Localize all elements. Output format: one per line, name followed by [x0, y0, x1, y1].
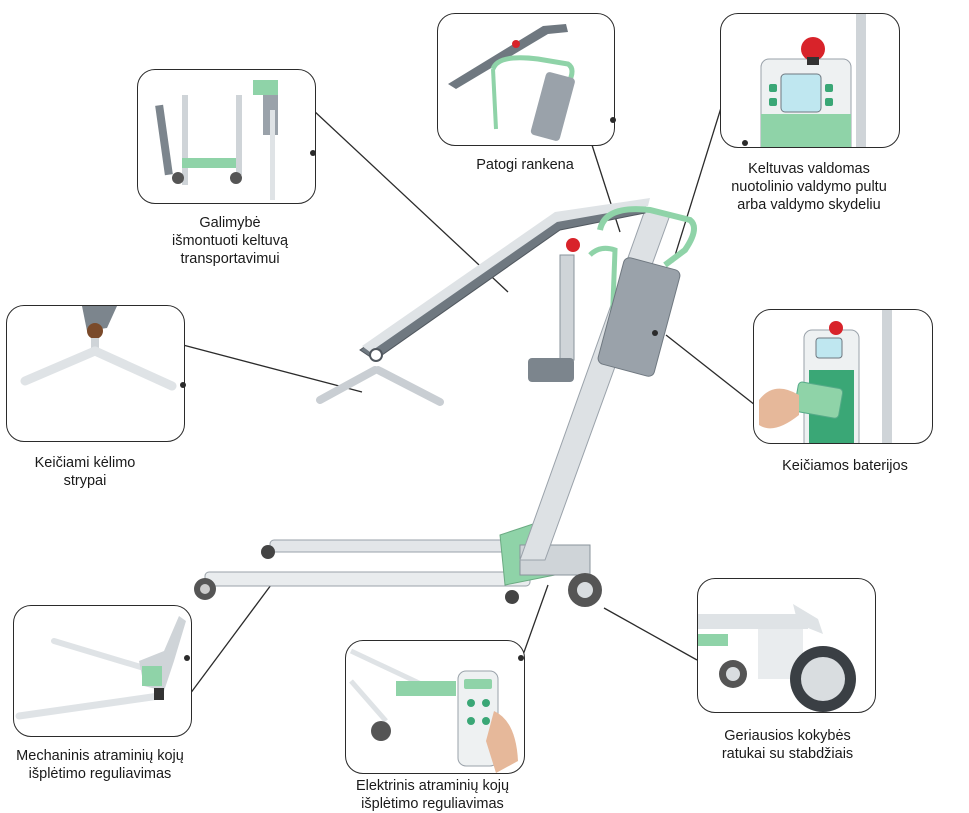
caption-handle: Patogi rankena: [476, 157, 574, 173]
base-legs: [194, 539, 531, 604]
electric-legs-remote-closeup: [349, 648, 518, 773]
leader-mech-legs: [186, 584, 272, 699]
dismantled-lifter-parts: [155, 80, 278, 200]
callout-battery-image: [753, 309, 933, 444]
caption-dismantle: Galimybė išmontuoti keltuvą transportavi…: [171, 215, 289, 267]
control-box: [597, 257, 681, 377]
spreader-bar: [316, 366, 444, 406]
control-panel-closeup: [760, 14, 866, 147]
leader-battery: [665, 334, 756, 406]
handle-closeup: [448, 24, 575, 141]
callout-handle-image: [437, 13, 615, 146]
leader-remote: [672, 94, 726, 263]
callout-elec-legs-image: [345, 640, 525, 774]
callout-remote-image: [720, 13, 900, 148]
battery-closeup: [759, 310, 892, 443]
dot-battery: [652, 330, 658, 336]
dot-remote: [742, 140, 748, 146]
callout-mech-legs-image: [13, 605, 192, 737]
wheels-closeup: [698, 604, 856, 712]
caption-battery: Keičiamos baterijos: [782, 458, 908, 474]
leader-wheels: [603, 607, 698, 661]
leader-spreader: [182, 344, 363, 393]
actuator: [559, 254, 575, 361]
caption-remote: Keltuvas valdomas nuotolinio valdymo pul…: [731, 161, 887, 213]
dot-elec-legs: [518, 655, 524, 661]
dot-spreader: [180, 382, 186, 388]
callout-dismantle-image: [137, 69, 316, 204]
dot-dismantle: [310, 150, 316, 156]
leader-dismantle: [312, 109, 509, 293]
caption-elec-legs: Elektrinis atraminių kojų išplėtimo regu…: [355, 778, 510, 812]
spreader-bar-closeup: [20, 306, 177, 391]
mechanical-legs-closeup: [15, 616, 186, 720]
caption-mech-legs: Mechaninis atraminių kojų išplėtimo regu…: [16, 748, 184, 782]
caption-wheels: Geriausios kokybės ratukai su stabdžiais: [721, 728, 854, 762]
callout-spreader-image: [6, 305, 185, 442]
leader-elec-legs: [522, 584, 549, 656]
callout-wheels-image: [697, 578, 876, 713]
caption-spreader: Keičiami kėlimo strypai: [34, 455, 136, 489]
dot-handle: [610, 117, 616, 123]
green-handle: [597, 206, 697, 268]
dot-mech-legs: [184, 655, 190, 661]
